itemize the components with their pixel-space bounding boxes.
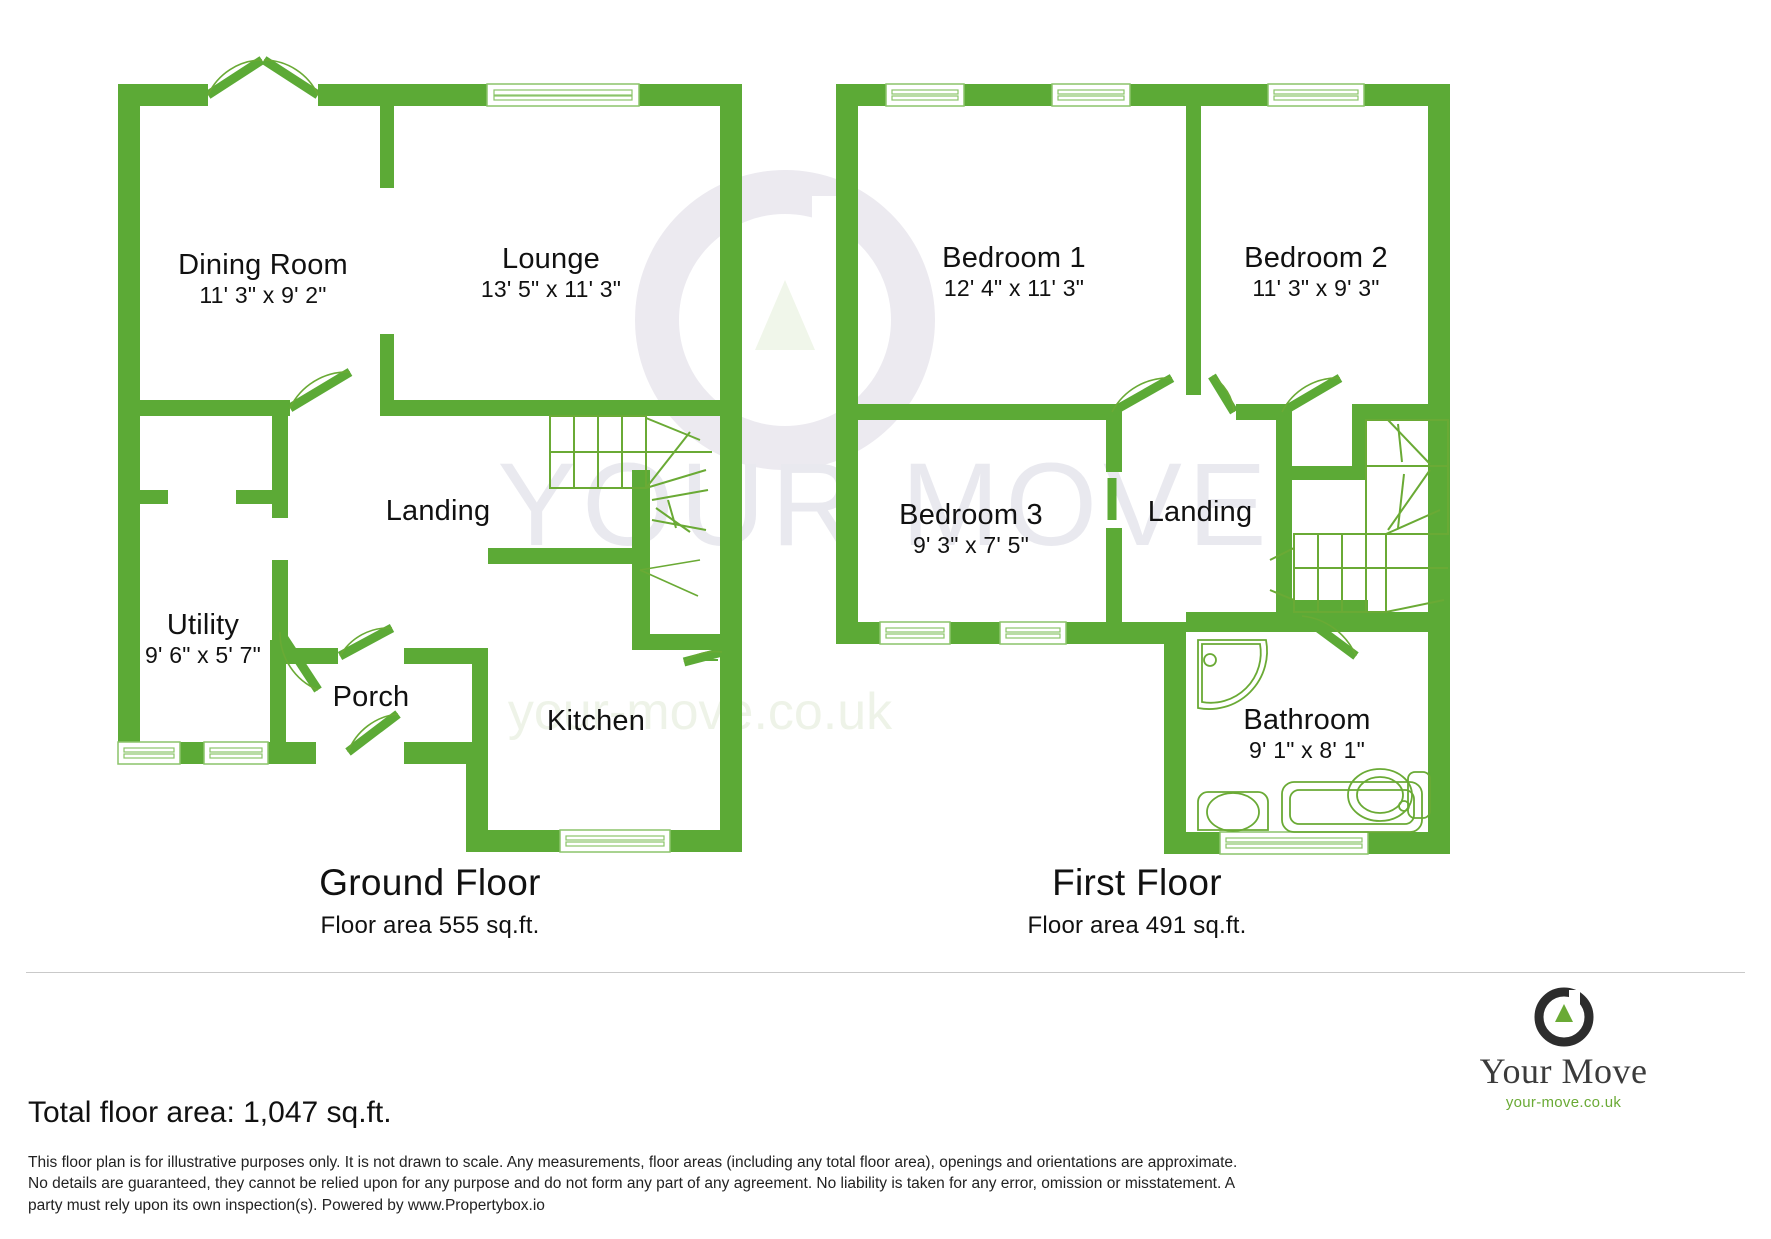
door-utility <box>276 629 322 693</box>
room-dims: 11' 3" x 9' 2" <box>199 282 327 309</box>
door-bedroom1 <box>1109 374 1175 416</box>
door-porch-front <box>345 710 401 756</box>
first-floor-walls <box>836 83 1450 855</box>
room-name: Bedroom 3 <box>899 499 1043 531</box>
door-hall-kitchen <box>639 559 701 597</box>
your-move-logo[interactable]: Your Move your-move.co.uk <box>1386 986 1741 1111</box>
room-dims: 11' 3" x 9' 3" <box>1252 275 1380 302</box>
window-bedroom3-b <box>999 621 1067 645</box>
washbasin-icon <box>1197 791 1269 832</box>
room-name: Landing <box>385 495 491 527</box>
door-dining-hall <box>287 368 353 412</box>
toilet-icon <box>1347 768 1431 822</box>
room-name: Bedroom 1 <box>942 242 1086 274</box>
door-bathroom <box>1299 612 1359 660</box>
room-label-kitchen: Kitchen <box>547 704 645 738</box>
door-dining-french <box>205 56 321 99</box>
room-name: Porch <box>332 681 410 713</box>
window-bedroom1-a <box>885 83 965 107</box>
room-name: Utility <box>166 609 240 641</box>
room-name: Bathroom <box>1243 704 1371 736</box>
window-utility-rear-2 <box>203 741 269 765</box>
door-bedroom2 <box>1208 373 1343 416</box>
room-name: Landing <box>1147 496 1253 528</box>
room-name: Kitchen <box>546 705 646 737</box>
room-name: Dining Room <box>178 249 348 281</box>
room-dims: 9' 1" x 8' 1" <box>1249 737 1365 764</box>
room-label-porch: Porch <box>333 680 410 714</box>
floor-title-first: First Floor Floor area 491 sq.ft. <box>1028 862 1247 940</box>
floor-title-area: Floor area 555 sq.ft. <box>320 912 540 939</box>
room-label-utility: Utility 9' 6" x 5' 7" <box>145 608 261 669</box>
window-utility-rear <box>117 741 181 765</box>
room-label-lounge: Lounge 13' 5" x 11' 3" <box>481 242 621 303</box>
room-dims: 12' 4" x 11' 3" <box>943 275 1085 302</box>
room-dims: 9' 3" x 7' 5" <box>913 532 1029 559</box>
window-kitchen-rear <box>559 829 671 853</box>
window-bedroom1-b <box>1051 83 1131 107</box>
window-bedroom3-a <box>879 621 951 645</box>
floor-title-name: Ground Floor <box>319 862 541 903</box>
room-label-landing-ground: Landing <box>386 494 491 528</box>
room-label-bathroom: Bathroom 9' 1" x 8' 1" <box>1243 703 1370 764</box>
floor-title-area: Floor area 491 sq.ft. <box>1027 912 1247 939</box>
room-label-bedroom-1: Bedroom 1 12' 4" x 11' 3" <box>942 241 1086 302</box>
logo-wordmark: Your Move <box>1479 1051 1648 1091</box>
footer-divider <box>26 972 1745 973</box>
staircase-first <box>1269 419 1449 613</box>
window-bathroom <box>1219 831 1369 855</box>
door-porch-inner <box>337 624 395 660</box>
window-lounge-front <box>486 83 640 107</box>
room-name: Bedroom 2 <box>1244 242 1388 274</box>
room-dims: 13' 5" x 11' 3" <box>480 276 622 303</box>
room-label-dining-room: Dining Room 11' 3" x 9' 2" <box>178 248 348 309</box>
staircase-ground <box>549 415 712 533</box>
shower-tray-icon <box>1197 639 1268 710</box>
logo-url: your-move.co.uk <box>1505 1094 1622 1111</box>
window-bedroom2 <box>1267 83 1365 107</box>
total-floor-area: Total floor area: 1,047 sq.ft. <box>28 1096 392 1129</box>
disclaimer-text: This floor plan is for illustrative purp… <box>28 1154 1238 1214</box>
ground-floor-walls <box>117 56 742 853</box>
floor-title-name: First Floor <box>1052 862 1222 903</box>
room-label-bedroom-2: Bedroom 2 11' 3" x 9' 3" <box>1244 241 1388 302</box>
your-move-logo-icon <box>1534 987 1593 1047</box>
room-name: Lounge <box>502 243 600 275</box>
room-label-landing-first: Landing <box>1148 495 1253 529</box>
door-kitchen <box>682 647 724 667</box>
floor-title-ground: Ground Floor Floor area 555 sq.ft. <box>319 862 541 940</box>
room-label-bedroom-3: Bedroom 3 9' 3" x 7' 5" <box>899 498 1043 559</box>
bathtub-icon <box>1281 781 1423 833</box>
room-dims: 9' 6" x 5' 7" <box>145 642 261 669</box>
